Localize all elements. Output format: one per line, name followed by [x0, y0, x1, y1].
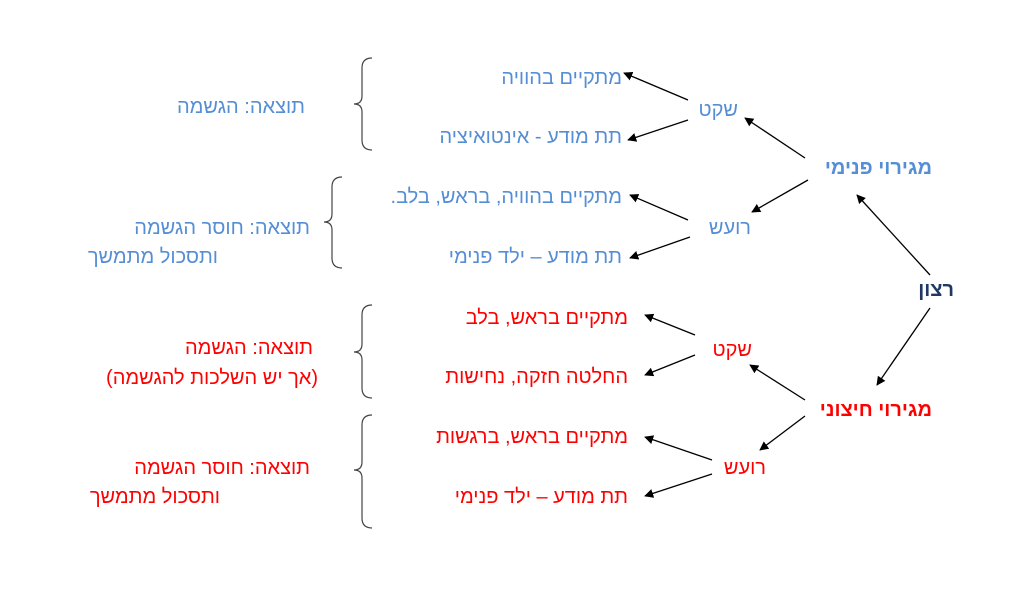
- root-node: רצון: [918, 279, 954, 301]
- inner-noisy-node: רועש: [708, 217, 751, 239]
- brace: [353, 414, 373, 529]
- brace: [323, 176, 343, 269]
- inner-calm-node: שקט: [698, 99, 738, 121]
- leaf-item: מתקיים בראש, ברגשות: [436, 426, 628, 448]
- arrow: [644, 313, 696, 336]
- arrow-root-outer: [876, 307, 931, 386]
- outer-noisy-node: רועש: [723, 457, 766, 479]
- arrow: [629, 236, 691, 260]
- leaf-item: תת מודע – ילד פנימי: [448, 246, 622, 268]
- leaf-item: מתקיים בהוויה, בראש, בלב.: [390, 186, 622, 208]
- arrow: [644, 473, 713, 498]
- result-text: תוצאה: חוסר הגשמה: [134, 457, 310, 479]
- result-text: (אך יש השלכות להגשמה): [106, 367, 318, 389]
- leaf-item: מתקיים בראש, בלב: [465, 307, 628, 329]
- outer-stimulus-node: מגירוי חיצוני: [819, 399, 932, 421]
- arrow-outer-calm: [749, 364, 806, 401]
- leaf-item: החלטה חזקה, נחישות: [445, 366, 628, 388]
- result-text: ותסכול מתמשך: [87, 246, 218, 268]
- outer-calm-node: שקט: [712, 339, 752, 361]
- arrow: [627, 119, 689, 142]
- arrow-root-inner: [856, 194, 931, 276]
- leaf-item: תת מודע – ילד פנימי: [454, 486, 628, 508]
- result-text: ותסכול מתמשך: [89, 486, 220, 508]
- arrow: [644, 435, 713, 461]
- arrow-inner-calm: [744, 117, 806, 159]
- leaf-item: תת מודע - אינטואיציה: [439, 126, 622, 148]
- brace: [353, 57, 373, 151]
- arrow: [644, 354, 696, 377]
- brace: [353, 304, 373, 399]
- result-text: תוצאה: חוסר הגשמה: [134, 217, 310, 239]
- arrow-inner-noisy: [751, 179, 809, 213]
- inner-stimulus-node: מגירוי פנימי: [824, 157, 932, 179]
- arrow-outer-noisy: [759, 415, 806, 451]
- result-text: תוצאה: הגשמה: [184, 337, 313, 359]
- arrow: [629, 194, 689, 221]
- leaf-item: מתקיים בהוויה: [501, 67, 622, 89]
- arrow: [623, 71, 689, 101]
- result-text: תוצאה: הגשמה: [176, 96, 305, 118]
